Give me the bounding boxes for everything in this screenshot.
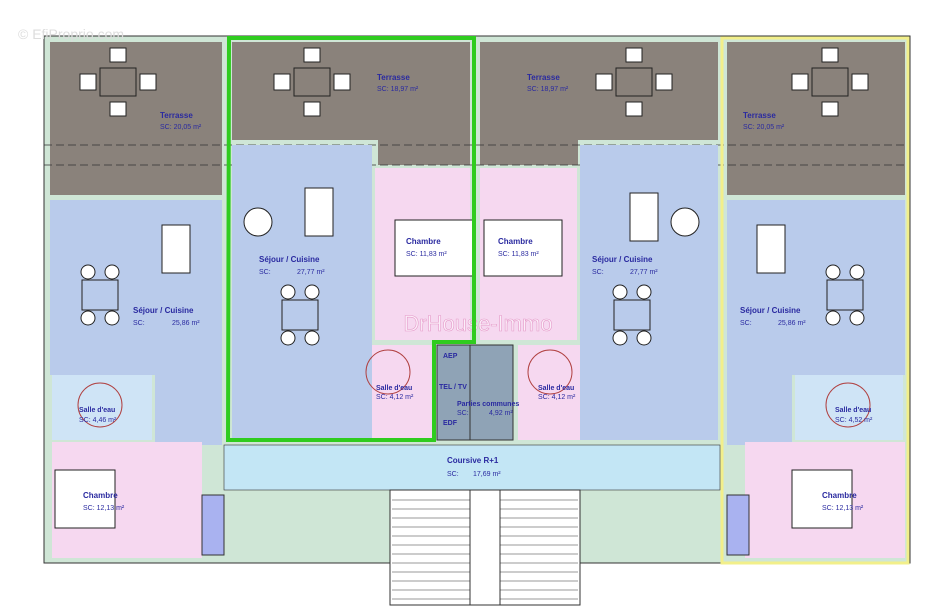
sde-3-label: Salle d'eau [538,385,574,392]
terrasse-2-label: Terrasse [377,73,410,82]
chambre-4-label: Chambre [822,491,857,500]
sofa-icon [304,187,334,237]
parties-communes [436,344,514,441]
terrasse-3-area: SC: 18,97 m² [527,86,569,93]
coursive-label: Coursive R+1 [447,456,499,465]
closet [726,494,750,556]
bed-icon [394,219,474,277]
living-4 [727,200,905,375]
sde-1-label: Salle d'eau [79,407,115,414]
chambre-1-label: Chambre [83,491,118,500]
tel-tv-label: TEL / TV [439,384,467,391]
terrace-table-icon [79,47,157,117]
dining-table-icon [825,264,865,326]
sejour-2-label: Séjour / Cuisine [259,255,320,264]
sde-1-area: SC: 4,46 m² [79,417,117,424]
highlight-apartment-yellow [720,36,910,565]
terrace-2 [232,42,470,165]
living-1-ext [155,375,222,445]
dining-table-icon [80,264,120,326]
highlight-apartment-green [225,36,476,442]
coursive-sc: SC: [447,471,459,478]
staircase [389,489,581,606]
door-swing-icon [365,349,411,395]
sejour-4-area: 25,86 m² [778,320,806,327]
bathroom-4 [795,375,903,440]
terrasse-3-label: Terrasse [527,73,560,82]
sde-3-area: SC: 4,12 m² [538,394,576,401]
coursive-area: 17,69 m² [473,471,501,478]
chambre-3-label: Chambre [498,237,533,246]
sde-2-label: Salle d'eau [376,385,412,392]
sejour-3-sc: SC: [592,269,604,276]
sejour-1-sc: SC: [133,320,145,327]
bathroom-2 [372,345,432,440]
sejour-4-label: Séjour / Cuisine [740,306,801,315]
bed-icon [791,469,853,529]
door-swing-icon [825,382,871,428]
closet [201,494,225,556]
aep-label: AEP [443,353,458,360]
round-table-icon [670,207,700,237]
terrasse-4-label: Terrasse [743,111,776,120]
terrasse-1-area: SC: 20,05 m² [160,124,202,131]
round-table-icon [243,207,273,237]
living-4-ext [727,375,792,445]
terrasse-2-area: SC: 18,97 m² [377,86,419,93]
sofa-icon [629,192,659,242]
terrace-table-icon [791,47,869,117]
sde-4-label: Salle d'eau [835,407,871,414]
sofa-icon [756,224,786,274]
watermark-top: © EfiProprio.com [18,26,124,42]
terrace-table-icon [595,47,673,117]
dining-table-icon [612,284,652,346]
bed-icon [54,469,116,529]
watermark-center: DrHouse-Immo [403,311,552,336]
chambre-1-area: SC: 12,13 m² [83,505,125,512]
living-2 [232,145,372,440]
terrasse-1-label: Terrasse [160,111,193,120]
chambre-2-label: Chambre [406,237,441,246]
sejour-1-label: Séjour / Cuisine [133,306,194,315]
terrace-table-icon [273,47,351,117]
chambre-3-area: SC: 11,83 m² [498,251,539,258]
living-1 [50,200,222,375]
communes-label: Parties communes [457,401,519,408]
bathroom-1 [52,375,152,440]
terrasse-4-area: SC: 20,05 m² [743,124,785,131]
door-swing-icon [527,349,573,395]
communes-sc: SC: [457,410,469,417]
sofa-icon [161,224,191,274]
communes-area: 4,92 m² [489,410,513,417]
coursive [223,444,721,491]
terrace-3 [480,42,718,165]
bathroom-3 [518,345,580,440]
sejour-3-label: Séjour / Cuisine [592,255,653,264]
terrace-1 [50,42,222,195]
bed-icon [483,219,563,277]
chambre-2-area: SC: 11,83 m² [406,251,447,258]
sejour-1-area: 25,86 m² [172,320,200,327]
chambre-4-area: SC: 12,13 m² [822,505,864,512]
edf-label: EDF [443,420,458,427]
sejour-2-area: 27,77 m² [297,269,325,276]
sejour-3-area: 27,77 m² [630,269,658,276]
dining-table-icon [280,284,320,346]
sde-4-area: SC: 4,52 m² [835,417,873,424]
door-swing-icon [77,382,123,428]
sde-2-area: SC: 4,12 m² [376,394,414,401]
sejour-2-sc: SC: [259,269,271,276]
sejour-4-sc: SC: [740,320,752,327]
